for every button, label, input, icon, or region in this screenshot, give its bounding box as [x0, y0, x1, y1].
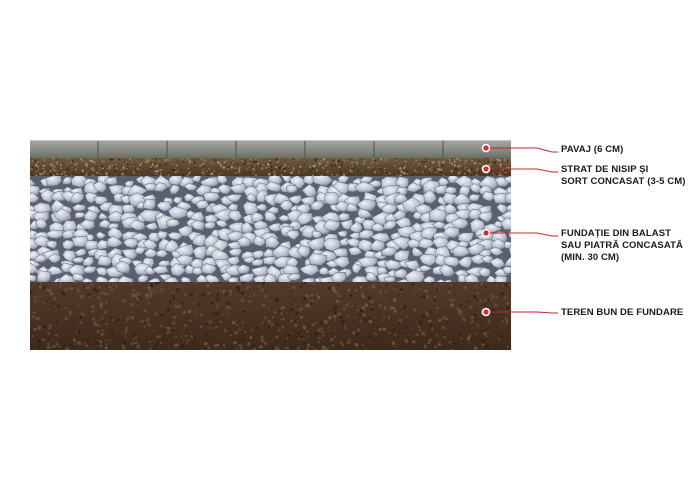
sand-layer — [30, 158, 511, 176]
label-gravel-line-2: SAU PIATRĂ CONCASATĂ — [561, 240, 683, 251]
leader-line-soil — [486, 311, 558, 314]
leader-lines — [486, 147, 558, 314]
leader-line-gravel — [486, 232, 558, 237]
label-pavers: PAVAJ (6 CM) — [561, 144, 623, 156]
label-gravel-line-3: (MIN. 30 CM) — [561, 252, 620, 263]
markers — [481, 143, 491, 317]
leader-line-pavers — [486, 147, 558, 153]
label-soil: TEREN BUN DE FUNDARE — [561, 307, 683, 319]
label-gravel-line-1: FUNDAȚIE DIN BALAST — [561, 228, 672, 239]
label-sand: STRAT DE NISIP ȘI SORT CONCASAT (3-5 CM) — [561, 164, 685, 188]
marker-pavers — [481, 143, 491, 153]
marker-sand — [481, 164, 491, 174]
marker-soil — [481, 307, 491, 317]
label-sand-line-1: STRAT DE NISIP ȘI — [561, 164, 649, 175]
label-sand-line-2: SORT CONCASAT (3-5 CM) — [561, 176, 686, 187]
label-gravel: FUNDAȚIE DIN BALAST SAU PIATRĂ CONCASATĂ… — [561, 228, 683, 264]
label-soil-line-1: TEREN BUN DE FUNDARE — [561, 307, 684, 318]
label-pavers-line-1: PAVAJ (6 CM) — [561, 144, 624, 155]
gravel-layer — [30, 176, 511, 282]
leader-line-sand — [486, 168, 558, 173]
soil-layer — [30, 282, 511, 350]
paver-layer — [30, 140, 511, 158]
marker-gravel — [481, 228, 491, 238]
